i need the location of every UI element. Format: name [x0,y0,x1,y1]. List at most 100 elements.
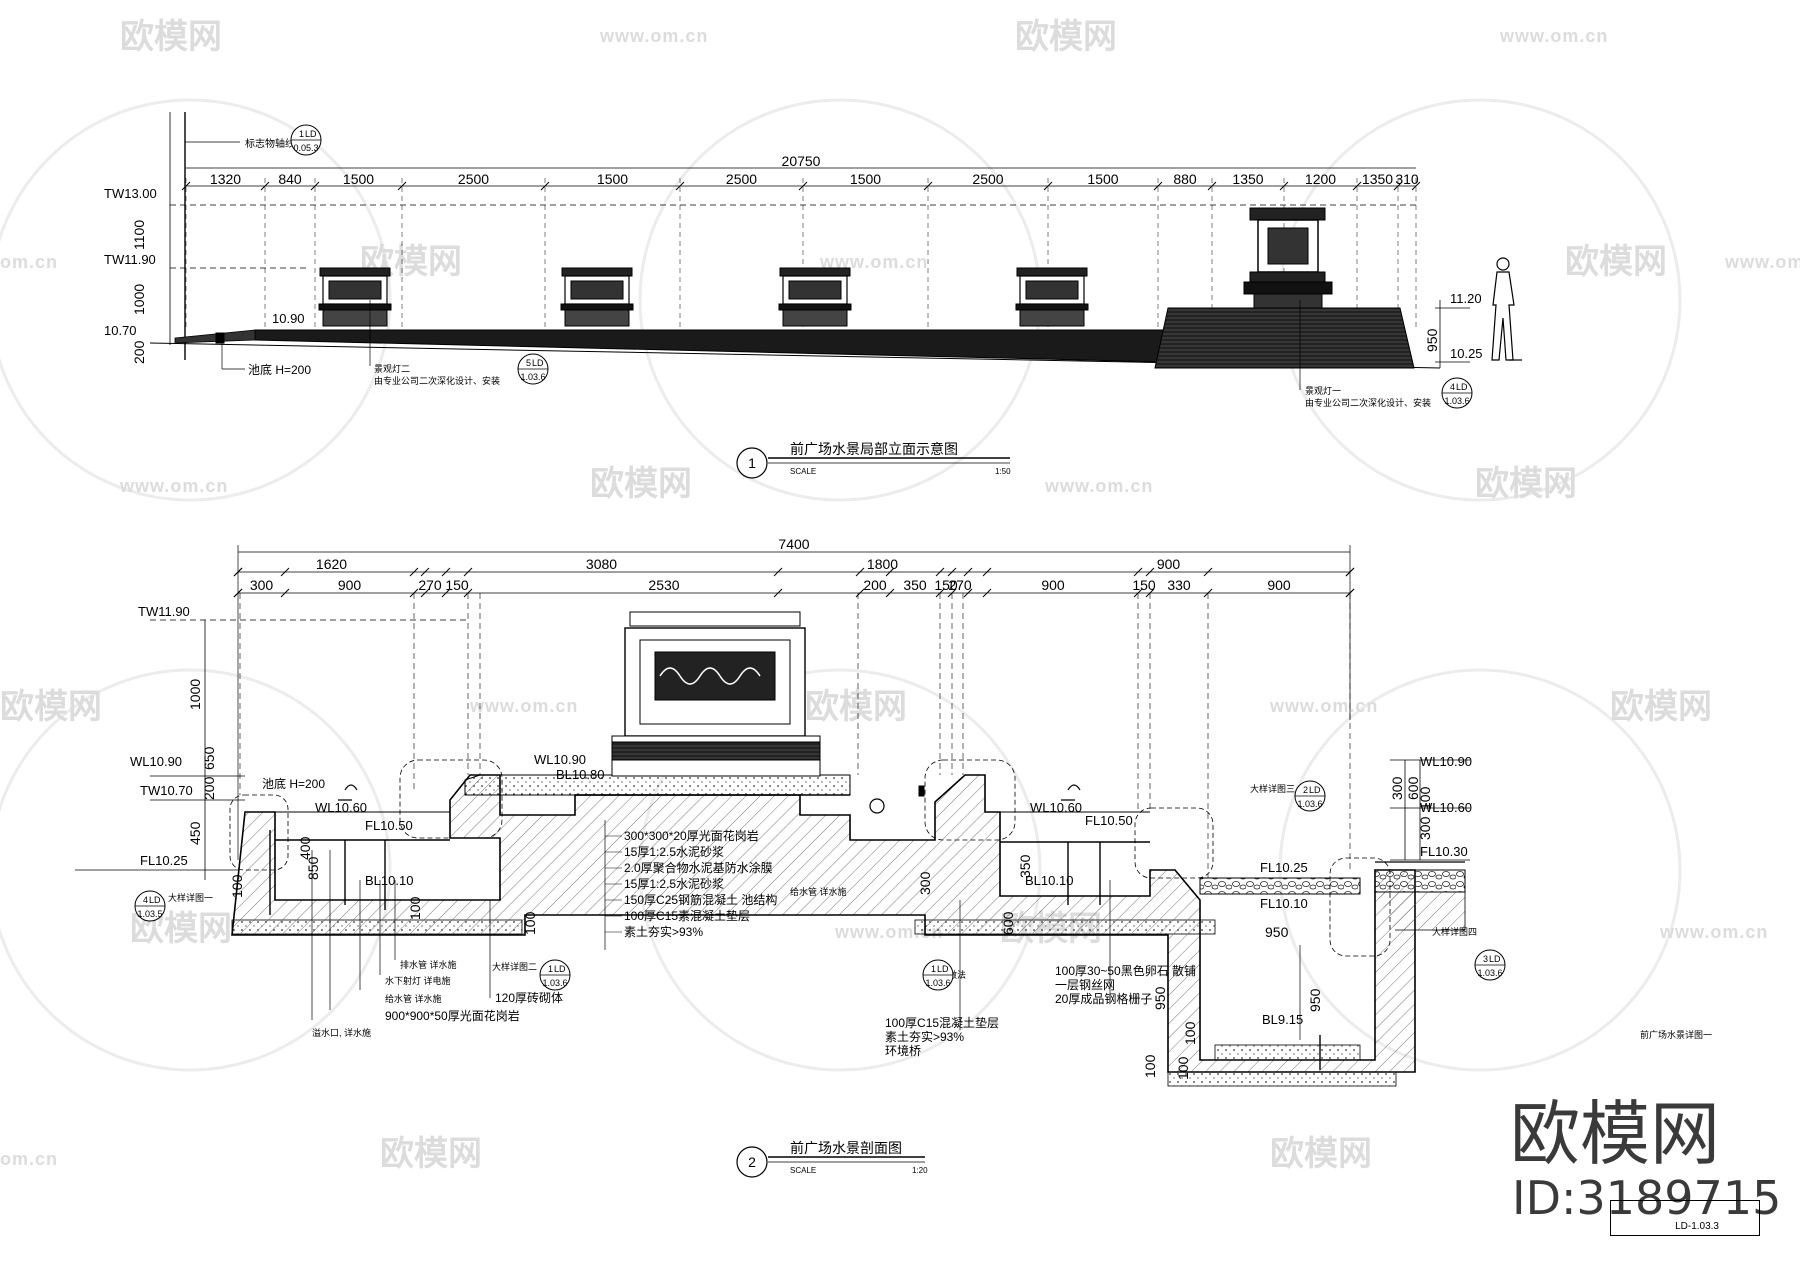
elev-level-1090: 10.90 [272,311,305,326]
elev-title: 前广场水景局部立面示意图 [790,441,958,457]
elev-scale-label: SCALE [790,467,816,476]
elev-segment-dim: 2500 [726,171,757,187]
watermark-layer: 欧模网欧模网欧模网欧模网欧模网欧模网欧模网欧模网欧模网欧模网欧模网欧模网欧模网 … [0,18,1800,1173]
watermark-url: www.om.cn [119,476,228,496]
svg-text:1.03.6: 1.03.6 [925,978,950,988]
svg-text:1.03.6: 1.03.6 [542,978,567,988]
sec-detail-dim: 900 [1041,577,1065,593]
person-figure-icon [1491,257,1522,361]
sec-level-bl915: BL9.15 [1262,1012,1303,1027]
sec-layer-note-right: 100厚30~50黑色卵石 散铺 [1055,963,1196,978]
sec-callout-2[interactable]: 2 LD 1.03.6 [1294,780,1326,812]
sec-callout-1a[interactable]: 1 LD 1.03.6 [539,959,571,991]
elev-level-tw1190: TW11.90 [104,252,156,267]
sec-layer-note: 素土夯实>93% [624,924,703,939]
sec-note-overflow: 溢水口, 详水施 [312,1027,371,1038]
fountain-panel-icon [1015,267,1089,327]
svg-text:LD: LD [532,358,544,368]
elev-scale-value: 1:50 [995,467,1011,476]
watermark-logo: 欧模网 [1015,18,1117,56]
elev-segment-dim: 310 [1395,171,1419,187]
sec-note-brick: 120厚砖砌体 [495,990,563,1005]
elev-vdim-1000: 1000 [131,284,147,315]
brand-id-text: ID:3189715 [1512,1171,1782,1225]
sec-vertical-dim: 300 [917,871,933,895]
sec-title-number: 2 [748,1154,756,1170]
svg-text:1.03.6: 1.03.6 [1477,968,1502,978]
sec-level-tw1190: TW11.90 [138,604,190,619]
sheet-number-box: LD-1.03.3 [1610,1200,1760,1236]
sec-vertical-dim: 400 [297,836,313,860]
elev-callout-4[interactable]: 4 LD 1.03.6 [1441,377,1473,409]
sec-note-sheet-ref: 前广场水景详图一 [1640,1029,1712,1040]
watermark-url: www.om.cn [1724,252,1800,272]
sec-vertical-dim: 1000 [187,679,203,710]
sec-callout-4[interactable]: 4 LD 1.03.5 [134,890,166,922]
sec-vertical-dim: 950 [1152,986,1168,1010]
sec-detail-dim: 270 [418,577,442,593]
sec-level-fl1050-b: FL10.50 [1085,813,1133,828]
svg-text:LD: LD [305,129,317,139]
sec-vertical-dim: 100 [1142,1054,1158,1078]
sec-note-detail1: 大样详图一 [168,892,213,903]
elev-segment-dim: 1500 [597,171,628,187]
elev-note-feature2-a: 景观灯二 [374,364,410,374]
sec-note-granite: 900*900*50厚光面花岗岩 [385,1008,520,1023]
elev-title-number: 1 [748,455,756,471]
elev-segment-dim: 1200 [1305,171,1336,187]
svg-text:1: 1 [931,964,936,974]
sec-layer-note-right2: 环境桥 [885,1043,921,1058]
sec-callout-1b[interactable]: 1 LD 1.03.6 [922,959,954,991]
elev-callout-1[interactable]: 1 LD 0.05.3 [290,124,322,156]
watermark-logo: 欧模网 [1565,243,1667,281]
watermark-url-partial: om.cn [0,1149,58,1169]
sec-vertical-dim: 600 [1405,776,1421,800]
brand-logo-text: 欧模网 [1510,1093,1720,1175]
sec-callout-3[interactable]: 3 LD 1.03.6 [1474,949,1506,981]
elev-segment-dim: 1350 [1362,171,1393,187]
sec-level-wl1090-c: WL10.90 [1420,754,1472,769]
watermark-logo: 欧模网 [590,465,692,503]
sec-layer-note-right2: 素土夯实>93% [885,1029,964,1044]
sec-level-bl1010-a: BL10.10 [365,873,413,888]
sheet-number: LD-1.03.3 [1675,1221,1719,1232]
svg-text:LD: LD [554,964,566,974]
elev-callout-5[interactable]: 5 LD 1.03.6 [517,353,549,385]
svg-text:1.03.5: 1.03.5 [137,909,162,919]
sec-vertical-dim: 850 [305,856,321,880]
sec-vertical-dim: 100 [1175,1056,1191,1080]
elev-segment-dim: 1500 [850,171,881,187]
sec-vertical-dim: 100 [229,874,245,898]
sec-top-dim: 1620 [316,556,347,572]
watermark-url: www.om.cn [819,252,928,272]
sec-note-detail2: 大样详图二 [492,961,537,972]
sec-vertical-dim: 100 [407,896,423,920]
elev-total-dim: 20750 [782,153,821,169]
sec-dim-950: 950 [1265,924,1289,940]
elev-note-feature1-a: 景观灯一 [1305,386,1341,396]
elev-vdim-950: 950 [1424,328,1440,352]
sec-note-drain: 排水管 详水施 [400,959,457,970]
sec-level-fl1010: FL10.10 [1260,896,1308,911]
svg-text:0.05.3: 0.05.3 [293,143,318,153]
sec-detail-dim: 270 [948,577,972,593]
watermark-logo: 欧模网 [380,1135,482,1173]
sec-title: 前广场水景剖面图 [790,1140,902,1156]
svg-text:5: 5 [526,358,531,368]
sec-note-supply-b: 给水管 详水施 [790,886,847,897]
sec-note-supply: 给水管 详水施 [385,993,442,1004]
watermark-url: www.om.cn [599,26,708,46]
sec-top-dim: 1800 [867,556,898,572]
sec-vertical-dim: 350 [1017,854,1033,878]
sec-total-dim: 7400 [778,536,809,552]
sec-detail-dim: 350 [903,577,927,593]
sec-layer-note: 300*300*20厚光面花岗岩 [624,828,759,843]
sec-level-bl1080: BL10.80 [556,767,604,782]
watermark-logo: 欧模网 [0,688,102,726]
svg-text:3: 3 [1483,954,1488,964]
sec-vertical-dim: 950 [1307,988,1323,1012]
svg-text:LD: LD [1309,785,1321,795]
elev-level-1120: 11.20 [1450,291,1482,306]
sec-detail-dim: 900 [338,577,362,593]
